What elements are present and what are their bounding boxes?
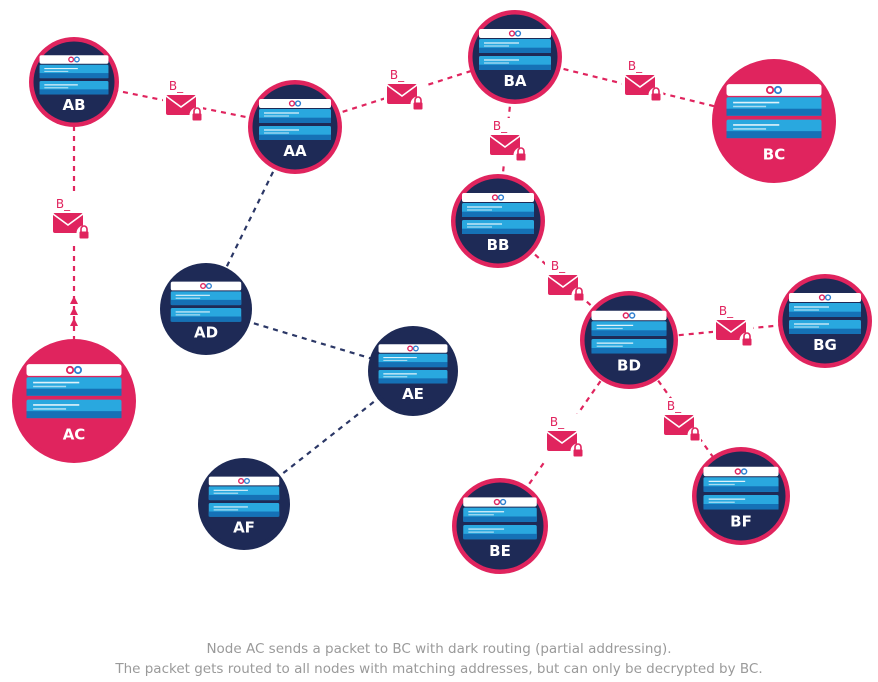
node-bf[interactable]: BF bbox=[692, 447, 790, 545]
node-ac[interactable]: AC bbox=[12, 339, 136, 463]
lock-icon bbox=[189, 107, 205, 123]
server-icon bbox=[259, 99, 331, 140]
node-label-bd: BD bbox=[617, 356, 641, 374]
node-label-ba: BA bbox=[503, 72, 526, 90]
server-icon bbox=[462, 193, 534, 234]
caption-line-2: The packet gets routed to all nodes with… bbox=[115, 661, 763, 677]
node-ad[interactable]: AD bbox=[160, 263, 252, 355]
lock-icon bbox=[739, 332, 755, 348]
packet-label: B_ bbox=[551, 259, 566, 273]
node-label-aa: AA bbox=[283, 142, 307, 160]
packet-label: B_ bbox=[493, 119, 508, 133]
packets-layer: B_ B_ B_ B_ B_ B_ B_ B_ B_ bbox=[50, 58, 755, 462]
packet-ba-bc: B_ bbox=[622, 58, 664, 106]
server-icon bbox=[591, 310, 667, 354]
lock-icon bbox=[513, 147, 529, 163]
envelope-icon bbox=[663, 415, 695, 435]
node-label-bg: BG bbox=[813, 336, 837, 354]
nodes-layer: AB AA BA BC AC AD AE AF BB BD BG BE BF bbox=[12, 10, 872, 574]
node-ab[interactable]: AB bbox=[29, 37, 119, 127]
lock-icon bbox=[570, 443, 586, 459]
packet-label: B_ bbox=[169, 79, 184, 93]
server-icon bbox=[463, 497, 537, 540]
packet-bd-be: B_ bbox=[544, 414, 586, 462]
caption-line-1: Node AC sends a packet to BC with dark r… bbox=[206, 641, 672, 657]
packet-label: B_ bbox=[667, 399, 682, 413]
node-aa[interactable]: AA bbox=[248, 80, 342, 174]
node-be[interactable]: BE bbox=[452, 478, 548, 574]
node-bb[interactable]: BB bbox=[451, 174, 545, 268]
lock-icon bbox=[687, 427, 703, 443]
server-icon bbox=[39, 55, 109, 95]
node-bd[interactable]: BD bbox=[580, 291, 678, 389]
envelope-icon bbox=[715, 320, 747, 340]
lock-icon bbox=[76, 225, 92, 241]
envelope-icon bbox=[489, 135, 521, 155]
node-label-bc: BC bbox=[763, 145, 785, 163]
packet-bd-bg: B_ bbox=[713, 303, 755, 351]
packet-label: B_ bbox=[719, 304, 734, 318]
packet-bb-bd: B_ bbox=[545, 258, 587, 306]
packet-ab-aa: B_ bbox=[163, 78, 205, 126]
server-icon bbox=[479, 29, 551, 70]
server-icon bbox=[378, 344, 448, 384]
node-ba[interactable]: BA bbox=[468, 10, 562, 104]
server-icon bbox=[703, 466, 779, 510]
packet-label: B_ bbox=[628, 59, 643, 73]
packet-label: B_ bbox=[390, 68, 405, 82]
node-label-ac: AC bbox=[63, 425, 86, 443]
envelope-icon bbox=[52, 213, 84, 233]
packet-label: B_ bbox=[550, 415, 565, 429]
server-icon bbox=[170, 281, 242, 322]
node-label-ab: AB bbox=[62, 96, 85, 114]
packet-ba-bb: B_ bbox=[487, 118, 529, 166]
packet-label: B_ bbox=[56, 197, 71, 211]
node-label-bb: BB bbox=[487, 236, 510, 254]
lock-icon bbox=[571, 287, 587, 303]
envelope-icon bbox=[624, 75, 656, 95]
node-bg[interactable]: BG bbox=[778, 274, 872, 368]
node-label-ae: AE bbox=[402, 385, 424, 403]
envelope-icon bbox=[165, 95, 197, 115]
server-icon bbox=[26, 364, 122, 419]
packet-aa-ba: B_ bbox=[384, 67, 426, 115]
node-af[interactable]: AF bbox=[198, 458, 290, 550]
envelope-icon bbox=[386, 84, 418, 104]
server-icon bbox=[789, 293, 861, 334]
node-label-af: AF bbox=[233, 519, 255, 537]
packet-ac-ab: B_ bbox=[50, 196, 92, 244]
node-label-ad: AD bbox=[194, 324, 218, 342]
envelope-icon bbox=[546, 431, 578, 451]
node-label-be: BE bbox=[489, 542, 511, 560]
packet-bd-bf: B_ bbox=[661, 398, 703, 446]
direction-arrow-icon bbox=[70, 307, 78, 315]
node-ae[interactable]: AE bbox=[368, 326, 458, 416]
direction-arrow-icon bbox=[70, 296, 78, 304]
envelope-icon bbox=[547, 275, 579, 295]
server-icon bbox=[726, 84, 822, 139]
node-label-bf: BF bbox=[730, 512, 752, 530]
lock-icon bbox=[410, 96, 426, 112]
node-bc[interactable]: BC bbox=[712, 59, 836, 183]
lock-icon bbox=[648, 87, 664, 103]
direction-arrow-icon bbox=[70, 318, 78, 326]
server-icon bbox=[208, 476, 280, 517]
